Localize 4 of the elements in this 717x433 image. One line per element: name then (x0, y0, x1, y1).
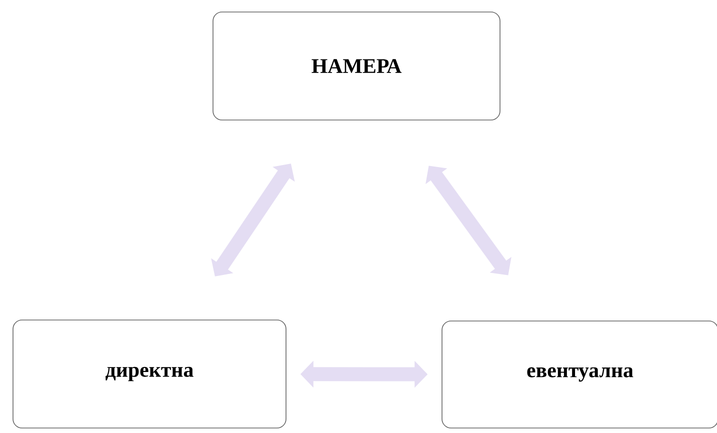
text-box: директна (12, 320, 286, 428)
text-box: НАМЕРА (212, 12, 500, 120)
double-arrow (426, 166, 512, 276)
text-box: евентуална (442, 320, 717, 428)
